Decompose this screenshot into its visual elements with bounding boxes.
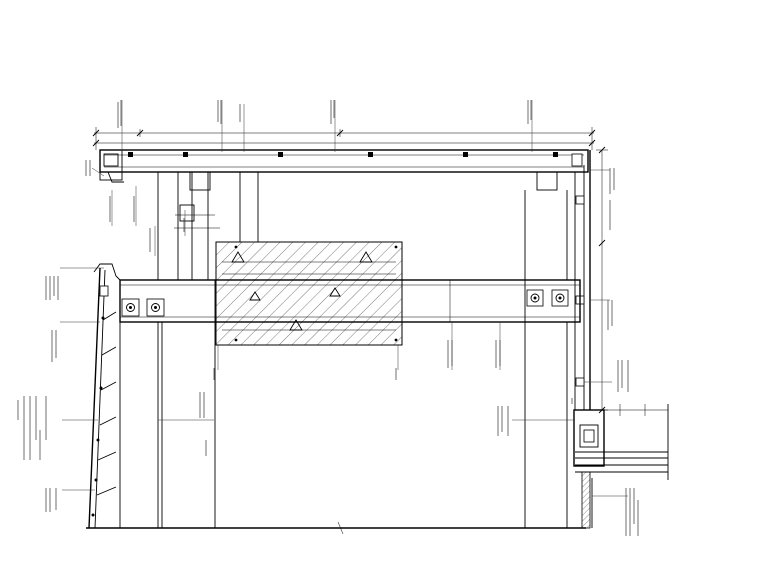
- bottom-baseline: [86, 521, 586, 535]
- right-hanger-box: [536, 171, 558, 191]
- right-dimension-line: [596, 146, 608, 414]
- left-column: [157, 172, 216, 528]
- vertical-strut: [239, 171, 259, 243]
- right-column: [524, 190, 568, 528]
- sloped-facade: [88, 263, 121, 529]
- top-beam-clips: [128, 152, 583, 167]
- top-beam: [99, 149, 589, 183]
- annotation-text-marks: [17, 100, 639, 536]
- window-frame: [573, 404, 669, 480]
- bolt-group-left: [121, 298, 165, 317]
- bolt-group-right: [526, 289, 569, 307]
- top-dimension-lines: [92, 127, 596, 150]
- vertical-hanger-left: [174, 171, 220, 281]
- facade-mullion-ticks: [91, 311, 117, 517]
- concrete-block: [215, 241, 403, 346]
- window-sill-wall: [581, 471, 593, 529]
